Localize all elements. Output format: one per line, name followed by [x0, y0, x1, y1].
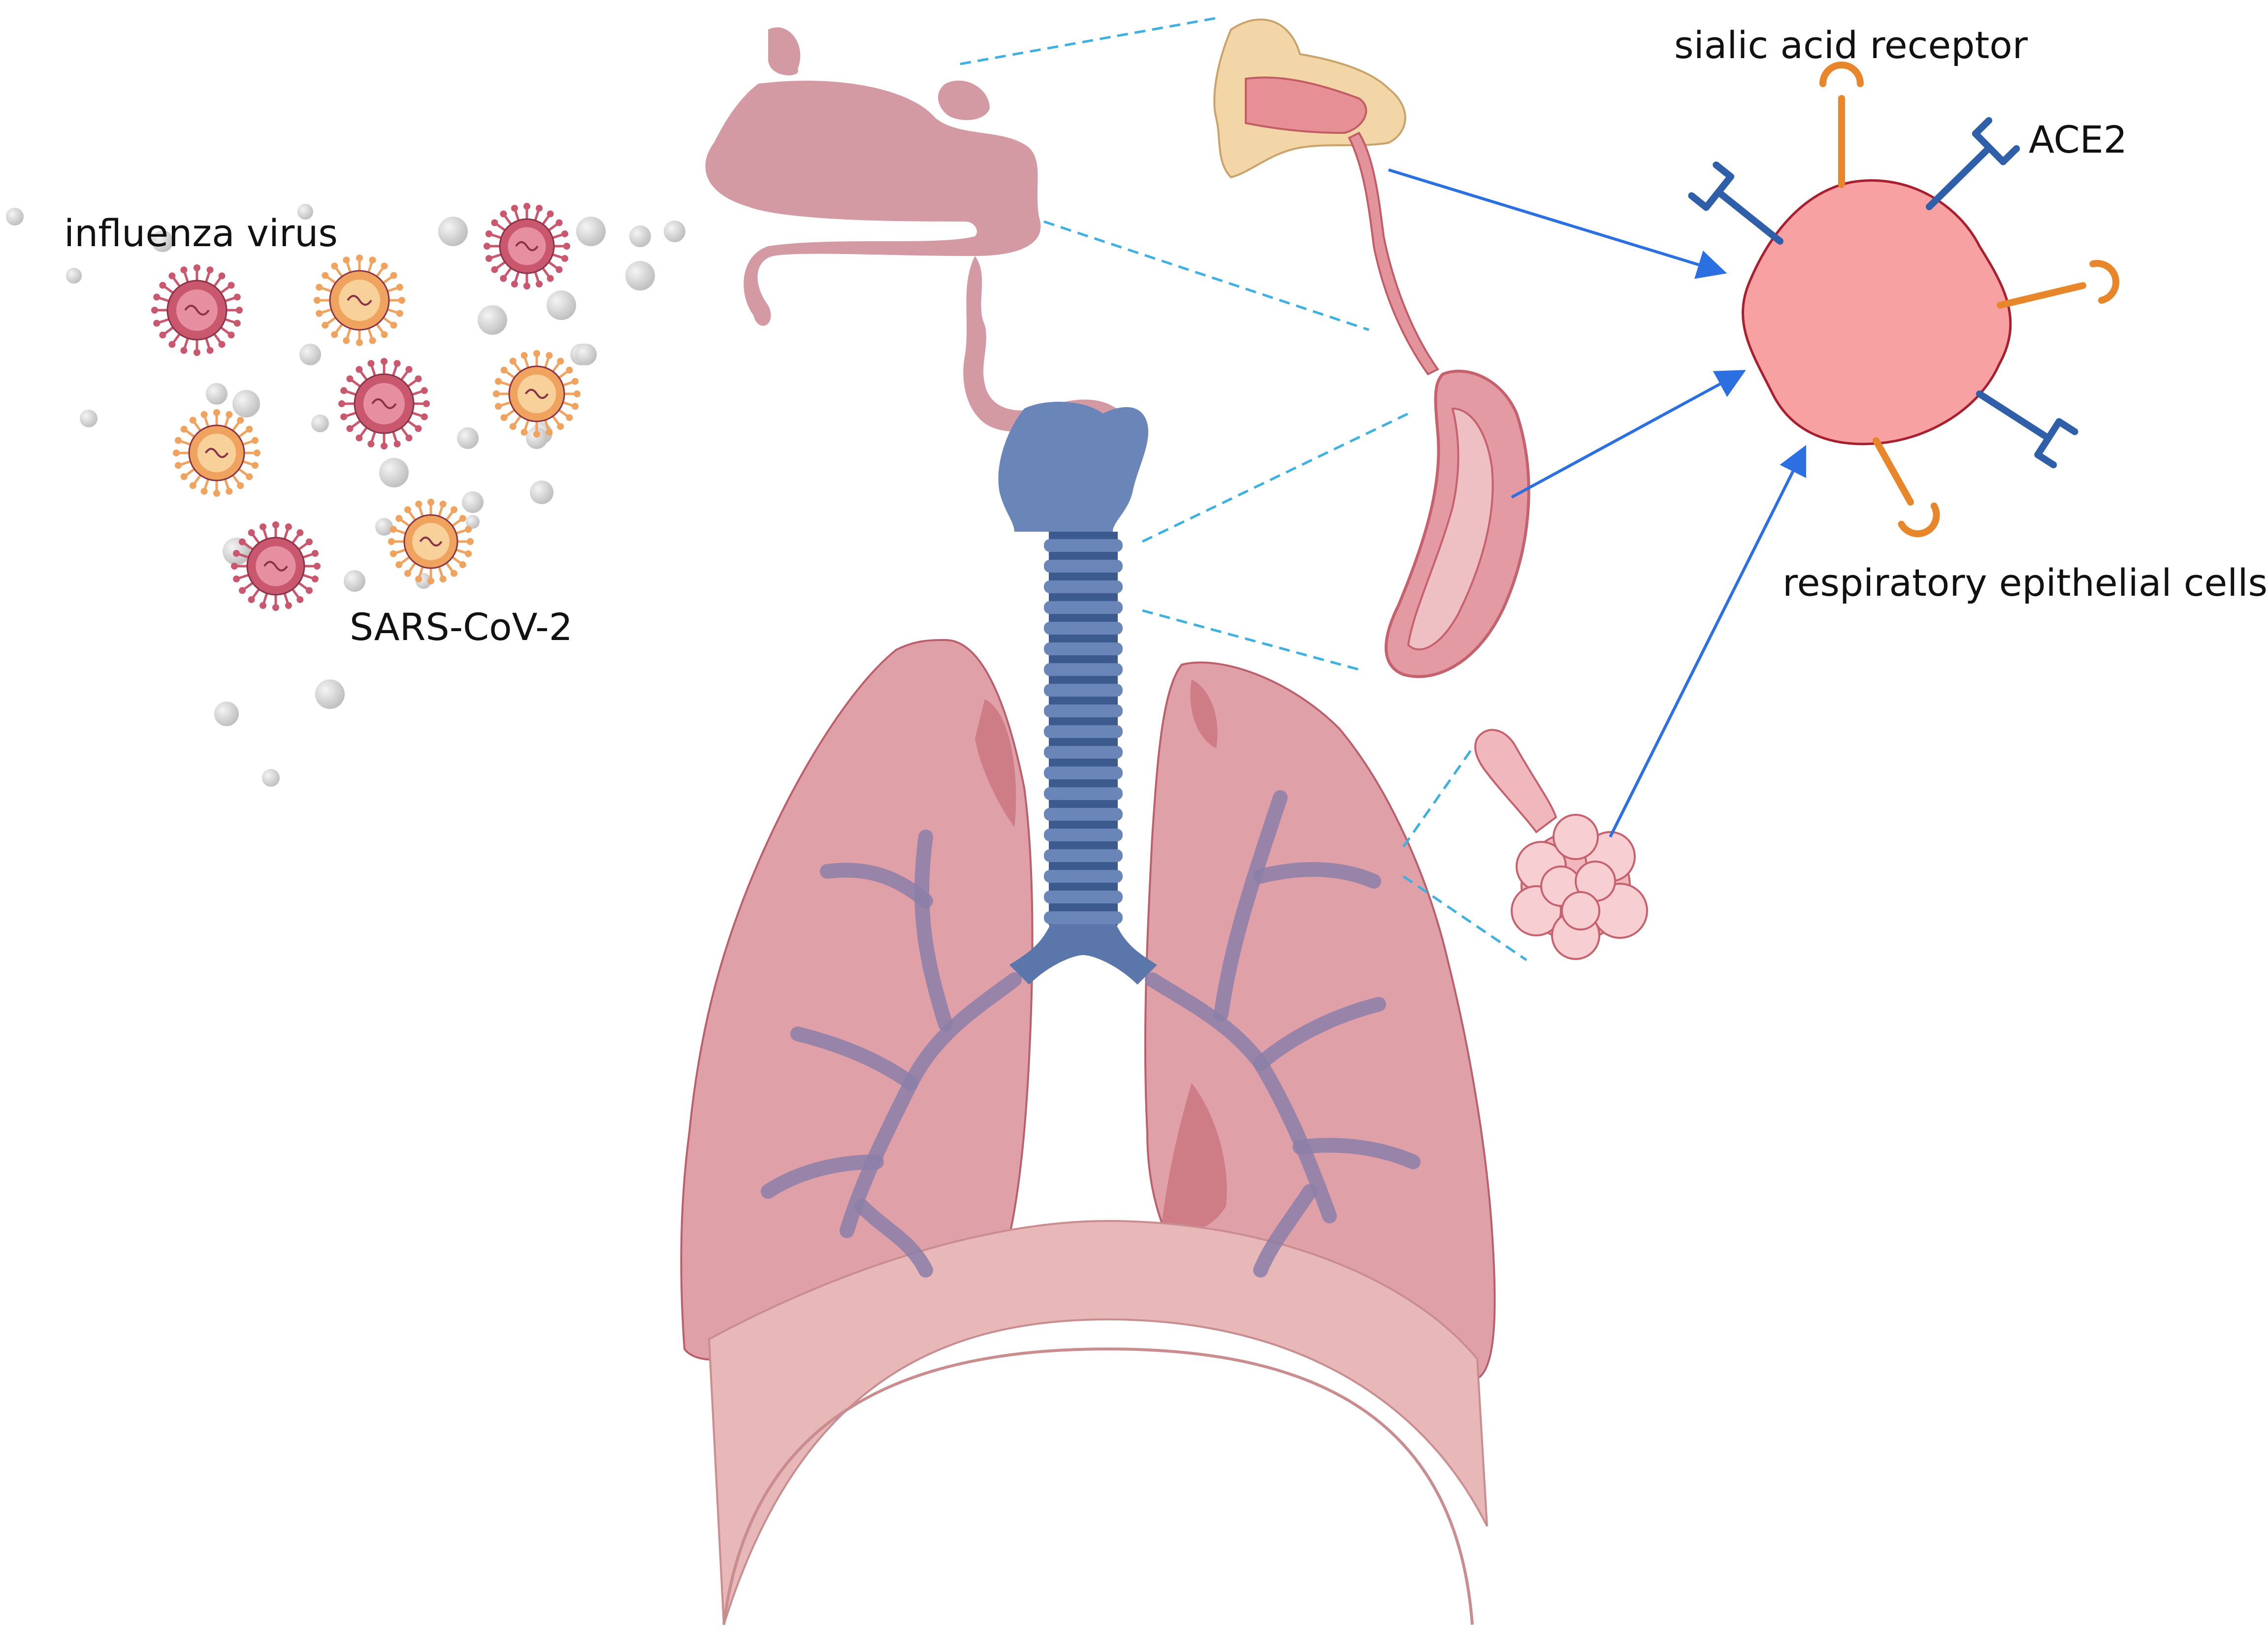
aerosol-droplet-icon [462, 491, 484, 513]
bronchus-inset [1385, 369, 1530, 678]
alveolus [1553, 814, 1599, 860]
diaphragm [708, 1219, 1488, 1625]
trachea [998, 402, 1157, 985]
trachea-ring [1044, 560, 1123, 573]
aerosol-droplet-icon [311, 415, 329, 432]
aerosol-droplet-icon [297, 204, 313, 220]
aerosol-droplet-icon [6, 208, 24, 225]
aerosol-droplet-icon [206, 383, 227, 405]
aerosol-droplet-icon [575, 344, 597, 365]
aerosol-droplet-icon [547, 290, 576, 320]
arrow-alveoli-to-cell [1609, 445, 1807, 838]
ace2-receptors [1688, 117, 2078, 469]
trachea-ring [1044, 787, 1123, 800]
aerosol-droplet-icon [66, 268, 82, 284]
ace2-receptor-icon [1926, 117, 2020, 210]
trachea-ring [1044, 849, 1123, 862]
aerosol-droplet-icon [629, 225, 651, 247]
aerosol-droplet-icon [344, 570, 365, 592]
sars-cov-2-virus-icon [388, 499, 474, 584]
trachea-ring [1044, 767, 1123, 779]
aerosol-droplet-icon [152, 230, 173, 252]
nasal-cavity-inset [1213, 18, 1439, 376]
sialic-acid-receptor-icon [1819, 62, 1864, 188]
trachea-ring [1044, 663, 1123, 676]
aerosol-droplet-icon [375, 518, 393, 536]
trachea-ring [1044, 642, 1123, 655]
nasal-tip-shape [938, 80, 990, 120]
sars-cov-2-virus-icon [173, 409, 260, 497]
bronchial-tree-left [761, 830, 1022, 1278]
aerosol-droplet-icon [530, 481, 553, 504]
trachea-ring [1044, 829, 1123, 841]
pharynx-tube [1348, 131, 1439, 376]
head-airway-shape [705, 80, 1041, 326]
aerosol-droplet-icon [526, 427, 548, 449]
arrow-bronchus-to-cell [1511, 370, 1746, 499]
aerosol-droplet-icon [262, 769, 280, 787]
nasal-cavity-shape [768, 27, 801, 76]
influenza-virus-icon [484, 203, 570, 289]
aerosol-droplet-icon [457, 427, 479, 449]
aerosol-droplet-icon [232, 390, 260, 417]
sialic-acid-receptor-icon [1997, 260, 2120, 309]
alveolus [1561, 891, 1600, 930]
aerosol-droplet-icon [466, 515, 480, 529]
trachea-ring [1044, 601, 1123, 614]
sars-cov-2-label: SARS-CoV-2 [350, 605, 573, 649]
influenza-virus-icon [338, 358, 430, 449]
aerosol-droplet-icon [379, 458, 409, 487]
trachea-ring [1044, 580, 1123, 593]
trachea-ring [1044, 622, 1123, 635]
carina [1009, 916, 1157, 985]
influenza-virus-label: influenza virus [64, 211, 338, 255]
sialic-acid-receptor-label: sialic acid receptor [1674, 23, 2028, 67]
aerosol-droplet-icon [299, 344, 321, 365]
aerosol-droplet-icon [315, 679, 345, 709]
ace2-label: ACE2 [2029, 118, 2127, 161]
trachea-ring [1044, 725, 1123, 738]
trachea-ring [1044, 891, 1123, 903]
aerosol-droplet-icon [625, 261, 655, 290]
zoom-connector-lines [960, 16, 1527, 961]
aerosol-droplet-icon [576, 217, 606, 246]
ace2-receptor-icon [1688, 161, 1783, 245]
trachea-ring [1044, 746, 1123, 759]
bronchiole [1474, 729, 1557, 833]
aerosol-droplet-icon [80, 410, 97, 427]
infection-arrows [1388, 168, 1807, 838]
larynx [998, 402, 1149, 532]
arrow-nasal-to-cell [1388, 168, 1727, 279]
bronchial-tree-right [1145, 790, 1421, 1278]
sars-cov-2-virus-icon [493, 350, 581, 438]
trachea-ring [1044, 684, 1123, 697]
aerosol-droplet-icon [214, 702, 239, 726]
trachea-ring [1044, 808, 1123, 821]
aerosol-droplet-icon [478, 305, 507, 335]
respiratory-epithelial-cells-label: respiratory epithelial cells [1782, 561, 2268, 605]
influenza-virus-icon [151, 264, 243, 356]
aerosol-droplets [6, 204, 685, 787]
aerosol-droplet-icon [664, 221, 685, 242]
left-lung-inner-lobe [975, 699, 1016, 827]
cell-body [1742, 179, 2012, 446]
trachea-ring [1044, 911, 1123, 924]
influenza-virus-icon [231, 521, 321, 611]
ace2-receptor-icon [1976, 390, 2078, 469]
trachea-ring [1044, 705, 1123, 717]
respiratory-epithelial-cell [1742, 179, 2012, 446]
aerosol-droplet-icon [438, 217, 468, 246]
right-lung-inner-lobe [1162, 679, 1227, 1232]
trachea-ring [1044, 539, 1123, 552]
alveoli-inset [1474, 729, 1648, 960]
diaphragm-lower-line [722, 1347, 1474, 1625]
sialic-acid-receptors [1819, 62, 2120, 537]
sialic-acid-receptor-icon [1873, 437, 1940, 537]
trachea-ring [1044, 870, 1123, 883]
virus-particles [151, 203, 581, 611]
sars-cov-2-virus-icon [314, 255, 405, 346]
